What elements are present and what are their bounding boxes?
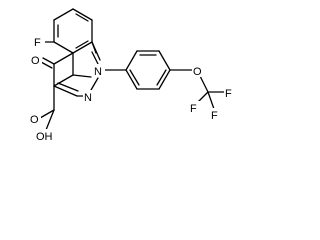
atom-label-n1: N [94,66,102,78]
bond [40,61,53,69]
atom-label-hydroxyl: OH [36,131,53,143]
bond [158,50,171,71]
bond [72,41,93,54]
bond [125,50,138,71]
bond [129,69,140,86]
bond [90,77,99,91]
atom-label-fluorine: F [225,88,232,100]
bond [39,109,55,119]
bond [199,75,209,93]
bond [72,8,93,21]
structure-diagram: F O N N O F F F O OH [29,8,235,143]
atom-label-ether-oxygen: O [193,66,202,78]
bond [53,85,78,97]
bond [53,8,74,21]
bond [156,69,167,86]
atom-label-keto-oxygen: O [31,55,40,67]
atom-label-acid-oxygen: O [30,114,39,126]
bonds [39,8,225,131]
bond [45,109,55,131]
bond [42,57,55,65]
bond [53,74,74,87]
bond [91,51,100,67]
atom-label-fluorine: F [34,37,41,49]
bond [75,13,89,22]
atom-label-n2: N [84,92,92,104]
bond [125,69,138,90]
bond [75,40,89,49]
bond [91,41,101,61]
bond [53,52,74,65]
bond [72,74,92,78]
bond [53,41,74,54]
bond [57,82,79,92]
atom-label-fluorine: F [211,110,218,122]
atom-labels: F O N N O F F F O OH [29,35,235,143]
bond [158,69,171,90]
atom-label-fluorine: F [190,103,197,115]
bond [207,91,215,110]
